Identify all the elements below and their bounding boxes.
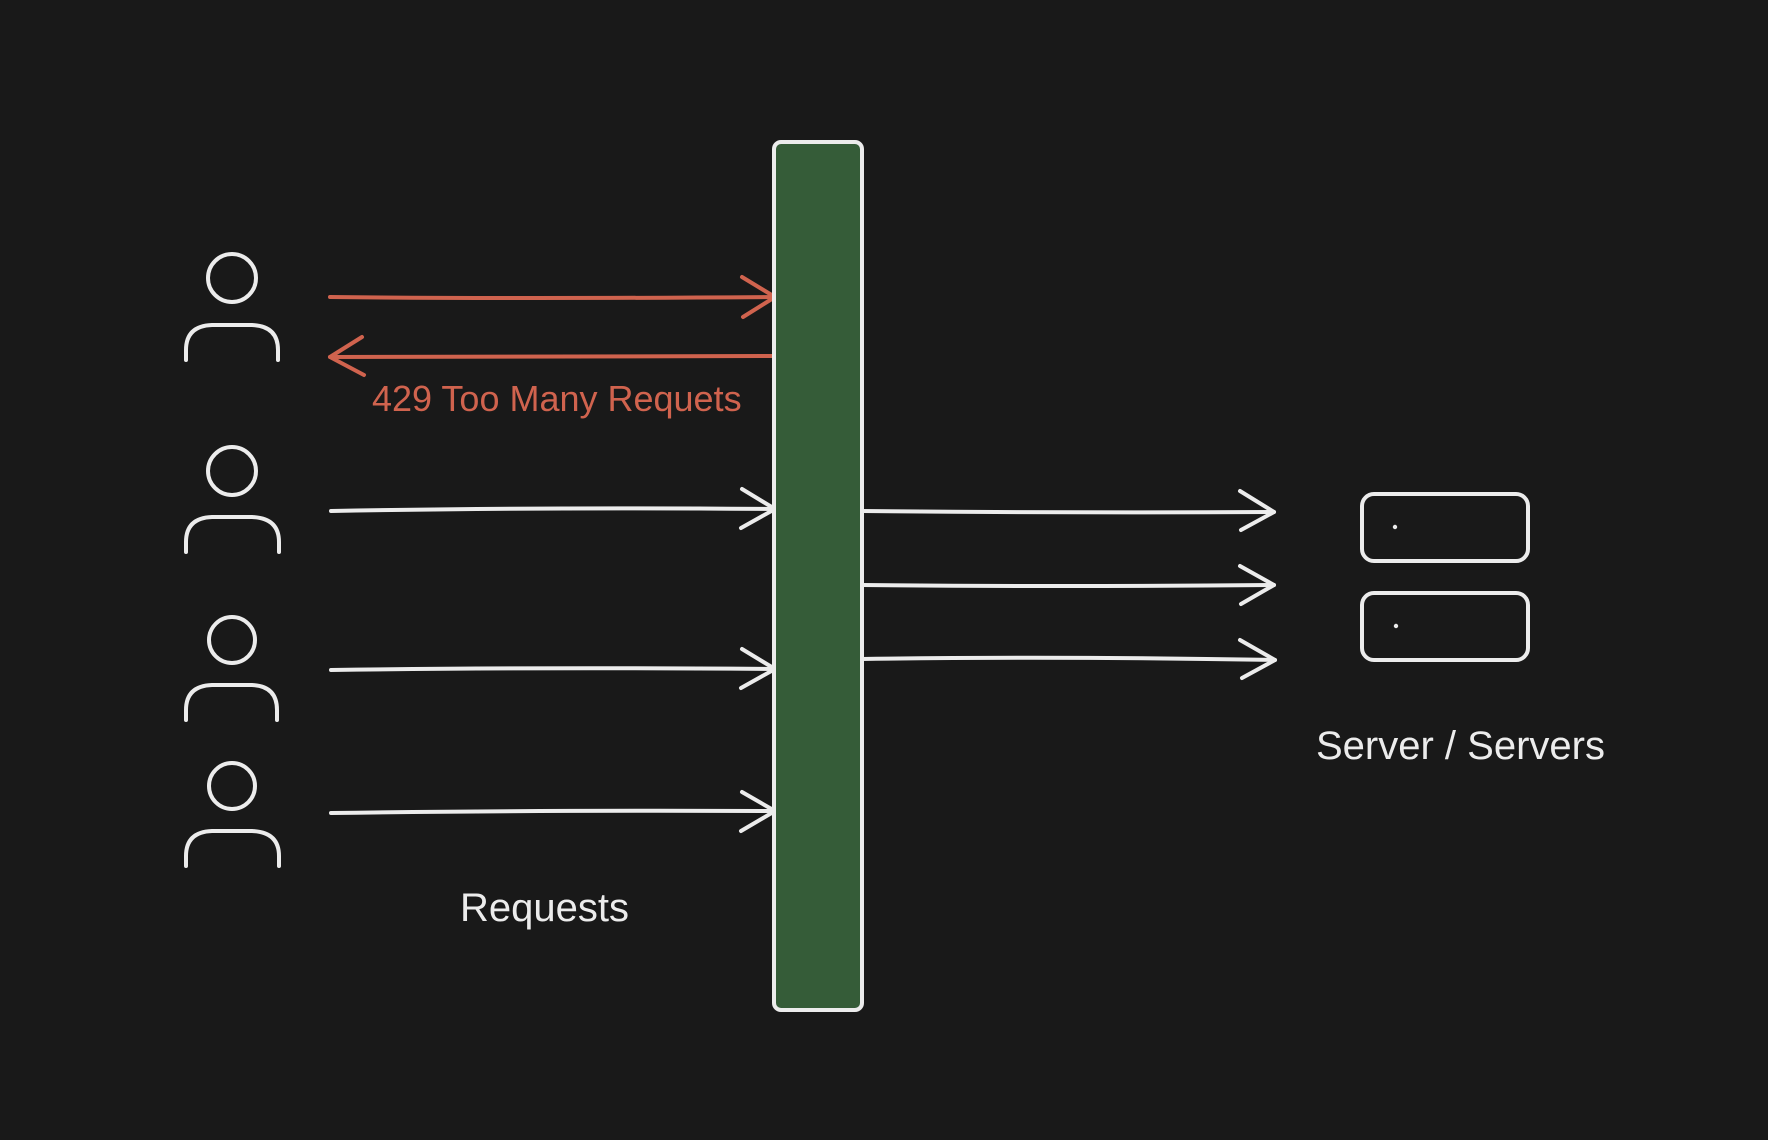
- servers-label: Server / Servers: [1316, 724, 1605, 768]
- forward-arrow-2: [860, 564, 1276, 606]
- request-arrow-2: [329, 647, 777, 690]
- forward-arrow-1: [860, 489, 1276, 532]
- requests-label: Requests: [460, 886, 629, 930]
- client-1-icon: [184, 252, 280, 362]
- client-4-icon: [184, 761, 281, 868]
- rejected-response-arrow: [328, 335, 778, 377]
- client-2-icon: [184, 445, 281, 554]
- request-arrow-3: [329, 790, 777, 833]
- forward-arrow-3: [860, 638, 1277, 680]
- request-arrow-1: [329, 487, 777, 530]
- rejected-response-label: 429 Too Many Requets: [372, 378, 742, 419]
- server-2-icon: [1360, 591, 1530, 662]
- rejected-request-arrow: [328, 275, 777, 319]
- server-1-icon: [1360, 492, 1530, 563]
- client-3-icon: [184, 615, 279, 722]
- rate-limiter-bar: [772, 140, 864, 1012]
